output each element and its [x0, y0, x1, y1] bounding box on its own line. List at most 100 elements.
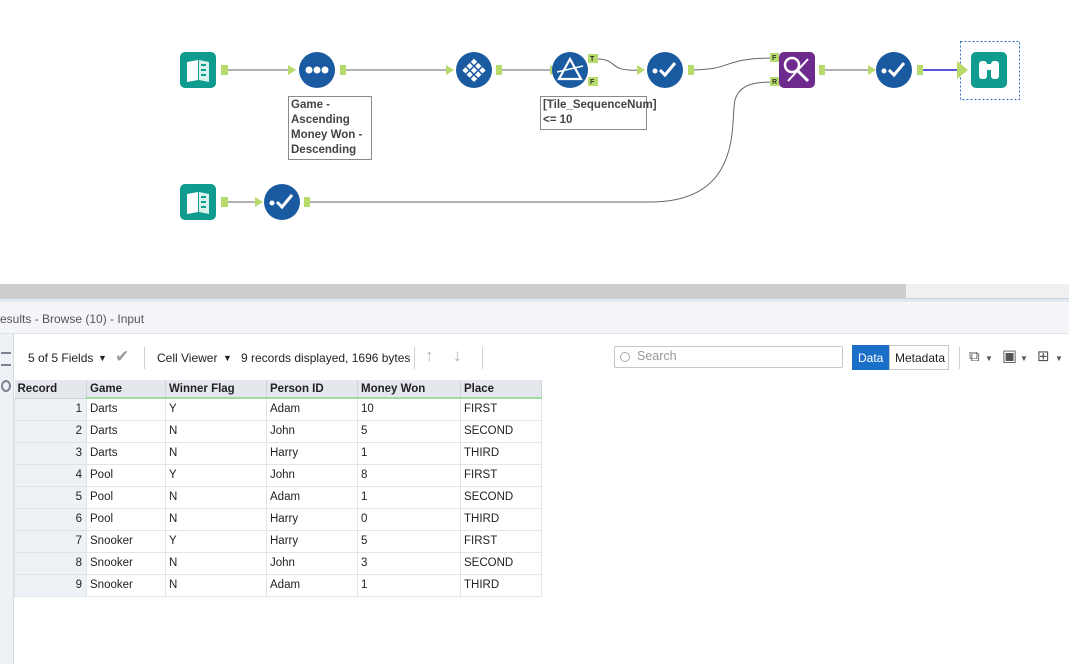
cell-person-id[interactable]: John — [266, 463, 358, 487]
cell-winner-flag[interactable]: N — [165, 441, 267, 465]
search-placeholder: Search — [637, 349, 677, 363]
cell-game[interactable]: Snooker — [86, 551, 166, 575]
sort-annotation: Game - Ascending Money Won - Descending — [288, 96, 372, 160]
cell-person-id[interactable]: Adam — [266, 573, 358, 597]
cell-money-won[interactable]: 1 — [357, 485, 461, 509]
cell-person-id[interactable]: Harry — [266, 441, 358, 465]
cell-place[interactable]: FIRST — [460, 397, 542, 421]
find-replace-tool-icon[interactable] — [778, 51, 816, 89]
pane-splitter[interactable] — [0, 298, 1069, 302]
results-toolbar: 5 of 5 Fields ▼ ✔ Cell Viewer ▼ 9 record… — [14, 334, 1069, 382]
cell-person-id[interactable]: Harry — [266, 529, 358, 553]
filter-true-anchor-label: T — [590, 56, 595, 63]
cell-icon[interactable] — [1, 380, 11, 392]
cell-person-id[interactable]: Adam — [266, 397, 358, 421]
cell-game[interactable]: Snooker — [86, 529, 166, 553]
sort-tool-icon[interactable] — [298, 51, 336, 89]
cell-game[interactable]: Pool — [86, 507, 166, 531]
cell-winner-flag[interactable]: Y — [165, 463, 267, 487]
apply-check-icon[interactable]: ✔ — [115, 347, 130, 366]
input-data-tool-1-icon[interactable] — [179, 51, 217, 89]
save-dropdown-arrow-icon[interactable]: ▼ — [1020, 354, 1028, 363]
cell-game[interactable]: Snooker — [86, 573, 166, 597]
select-tool-3-icon[interactable] — [263, 183, 301, 221]
search-input[interactable]: Search — [614, 346, 843, 368]
cell-winner-flag[interactable]: Y — [165, 529, 267, 553]
filter-tool-icon[interactable] — [551, 51, 589, 89]
cell-money-won[interactable]: 8 — [357, 463, 461, 487]
cell-game[interactable]: Darts — [86, 441, 166, 465]
arrow-down-icon[interactable]: ↓ — [453, 346, 462, 365]
select-tool-2-icon[interactable] — [875, 51, 913, 89]
cell-person-id[interactable]: John — [266, 551, 358, 575]
metadata-button[interactable]: Metadata — [889, 345, 949, 370]
tile-tool-icon[interactable] — [455, 51, 493, 89]
cell-money-won[interactable]: 0 — [357, 507, 461, 531]
cell-winner-flag[interactable]: N — [165, 573, 267, 597]
scrollbar-thumb[interactable] — [0, 284, 906, 298]
cell-money-won[interactable]: 1 — [357, 573, 461, 597]
column-header-person-id[interactable]: Person ID — [266, 380, 358, 399]
save-icon[interactable]: ▣ — [1002, 348, 1018, 365]
cell-money-won[interactable]: 10 — [357, 397, 461, 421]
toolbar-separator — [144, 347, 145, 369]
cell-game[interactable]: Darts — [86, 397, 166, 421]
fields-dropdown[interactable]: 5 of 5 Fields — [28, 351, 94, 365]
column-header-winner-flag[interactable]: Winner Flag — [165, 380, 267, 399]
cell-person-id[interactable]: Adam — [266, 485, 358, 509]
select-tool-1-icon[interactable] — [646, 51, 684, 89]
cell-place[interactable]: THIRD — [460, 573, 542, 597]
cell-place[interactable]: SECOND — [460, 551, 542, 575]
cell-money-won[interactable]: 5 — [357, 419, 461, 443]
cell-money-won[interactable]: 3 — [357, 551, 461, 575]
cell-winner-flag[interactable]: N — [165, 551, 267, 575]
records-summary: 9 records displayed, 1696 bytes — [241, 351, 411, 365]
cell-game[interactable]: Pool — [86, 463, 166, 487]
cell-winner-flag[interactable]: N — [165, 485, 267, 509]
cell-person-id[interactable]: Harry — [266, 507, 358, 531]
column-header-money-won[interactable]: Money Won — [357, 380, 461, 399]
cell-game[interactable]: Darts — [86, 419, 166, 443]
cell-place[interactable]: THIRD — [460, 507, 542, 531]
fields-dropdown-arrow-icon[interactable]: ▼ — [98, 353, 107, 363]
cell-place[interactable]: THIRD — [460, 441, 542, 465]
copy-dropdown-arrow-icon[interactable]: ▼ — [985, 354, 993, 363]
cell-place[interactable]: SECOND — [460, 419, 542, 443]
canvas-horizontal-scrollbar[interactable] — [0, 284, 1069, 298]
rows-icon[interactable] — [1, 352, 11, 366]
cell-place[interactable]: FIRST — [460, 529, 542, 553]
cell-winner-flag[interactable]: N — [165, 507, 267, 531]
add-column-icon[interactable]: ⊞ — [1037, 348, 1050, 365]
column-header-place[interactable]: Place — [460, 380, 542, 399]
column-header-record[interactable]: Record — [14, 380, 87, 399]
record-number: 2 — [14, 419, 87, 443]
cell-winner-flag[interactable]: Y — [165, 397, 267, 421]
cell-money-won[interactable]: 5 — [357, 529, 461, 553]
cell-money-won[interactable]: 1 — [357, 441, 461, 465]
cell-viewer-arrow-icon[interactable]: ▼ — [223, 353, 232, 363]
workflow-canvas[interactable]: T F F R — [0, 0, 1069, 284]
cell-winner-flag[interactable]: N — [165, 419, 267, 443]
input-data-tool-2-icon[interactable] — [179, 183, 217, 221]
data-button[interactable]: Data — [852, 345, 889, 370]
cell-place[interactable]: FIRST — [460, 463, 542, 487]
cell-person-id[interactable]: John — [266, 419, 358, 443]
cell-viewer-dropdown[interactable]: Cell Viewer — [157, 351, 218, 365]
column-header-game[interactable]: Game — [86, 380, 166, 399]
cell-place[interactable]: SECOND — [460, 485, 542, 509]
browse-tool-icon[interactable] — [970, 51, 1008, 89]
copy-icon[interactable]: ⧉ — [969, 348, 980, 365]
arrow-up-icon[interactable]: ↑ — [425, 346, 434, 365]
results-window-title: esults - Browse (10) - Input — [0, 302, 1069, 334]
add-column-dropdown-arrow-icon[interactable]: ▼ — [1055, 354, 1063, 363]
cell-game[interactable]: Pool — [86, 485, 166, 509]
